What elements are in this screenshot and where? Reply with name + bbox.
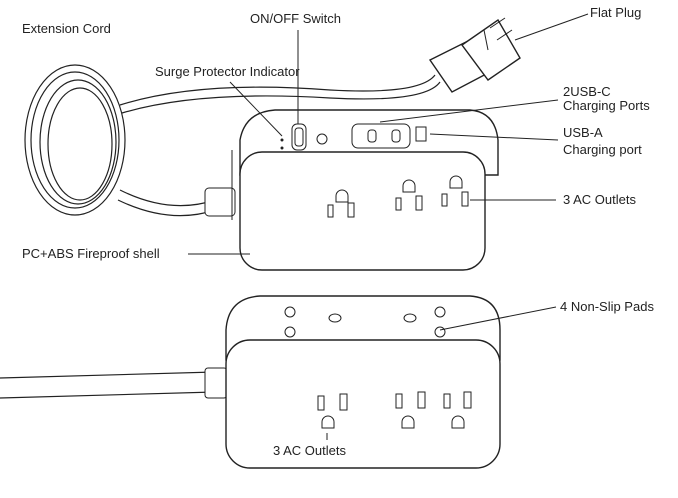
- extension-cord-coil: [24, 64, 441, 217]
- usb-a-port: [415, 126, 427, 142]
- power-strip-top-view: [231, 109, 499, 271]
- flat-plug: [428, 17, 521, 93]
- label-usb-c-1: 2USB-C: [563, 84, 611, 99]
- label-ac-outlets-bottom: 3 AC Outlets: [273, 443, 346, 458]
- leader-lines: [188, 13, 589, 440]
- usb-c-ports: [351, 123, 411, 149]
- label-flat-plug: Flat Plug: [590, 5, 641, 20]
- label-usb-a-1: USB-A: [563, 125, 603, 140]
- label-on-off-switch: ON/OFF Switch: [250, 11, 341, 26]
- label-usb-a-2: Charging port: [563, 142, 642, 157]
- label-ac-outlets-top: 3 AC Outlets: [563, 192, 636, 207]
- label-surge-indicator: Surge Protector Indicator: [155, 64, 300, 79]
- label-usb-c-2: Charging Ports: [563, 98, 650, 113]
- power-strip-bottom-view: [0, 295, 501, 469]
- ac-outlets-top: [327, 175, 469, 218]
- ac-outlets-bottom: [317, 391, 472, 429]
- label-extension-cord: Extension Cord: [22, 21, 111, 36]
- surge-indicator-led: [280, 138, 284, 142]
- label-shell: PC+ABS Fireproof shell: [22, 246, 160, 261]
- label-non-slip-pads: 4 Non-Slip Pads: [560, 299, 654, 314]
